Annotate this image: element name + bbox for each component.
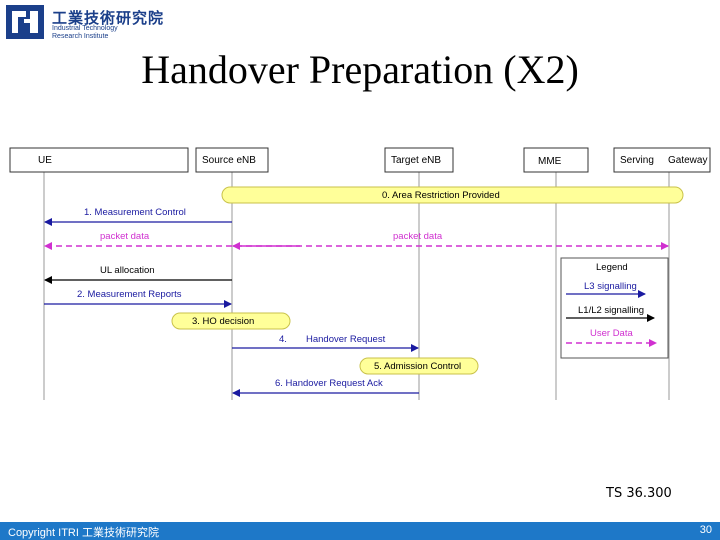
entity-headers: UE Source eNB Target eNB MME Serving Gat… [9,147,711,173]
gateway-label: Gateway [668,155,707,166]
itri-logo-icon [6,5,44,39]
step-6-label: 6. Handover Request Ack [275,378,383,389]
packet-data-label-2: packet data [393,231,443,242]
logo-name-zh: 工業技術研究院 [52,9,165,27]
step-0-label: 0. Area Restriction Provided [382,190,500,201]
mme-box [523,147,589,173]
footer-bar: Copyright ITRI 工業技術研究院 30 [0,522,720,540]
logo-name-en-1: Industrial Technology [52,25,118,32]
footer-copyright: Copyright ITRI 工業技術研究院 [8,527,159,539]
legend-l3-label: L3 signalling [584,281,637,292]
step-1-label: 1. Measurement Control [84,207,186,218]
step-2-label: 2. Measurement Reports [77,289,182,300]
step-5-box [359,357,479,375]
step-3-label: 3. HO decision [192,316,254,327]
step-4-label: Handover Request [306,334,386,345]
legend-l1l2-label: L1/L2 signalling [578,305,644,316]
ue-box [9,147,189,173]
itri-logo: 工業技術研究院 Industrial Technology Research I… [6,4,176,40]
serving-label: Serving [620,155,654,166]
spec-reference: TS 36.300 [606,486,672,501]
gateway-box [613,147,711,173]
packet-data-label-1: packet data [100,231,150,242]
step-5-label: 5. Admission Control [374,361,461,372]
step-4-number: 4. [279,334,287,345]
ue-label: UE [38,155,52,166]
target-enb-label: Target eNB [391,155,441,166]
page-number: 30 [699,524,712,536]
slide-title: Handover Preparation (X2) [141,47,579,92]
source-enb-label: Source eNB [202,155,256,166]
mme-label: MME [538,156,562,167]
source-enb-box [195,147,269,173]
logo-name-en-2: Research Institute [52,33,109,40]
legend: Legend L3 signalling L1/L2 signalling Us… [560,257,669,359]
step-3-box [171,312,291,330]
legend-user-data-label: User Data [590,328,633,339]
step-0-box [221,186,684,204]
legend-title: Legend [596,262,628,273]
target-enb-box [384,147,454,173]
ul-allocation-label: UL allocation [100,265,155,276]
